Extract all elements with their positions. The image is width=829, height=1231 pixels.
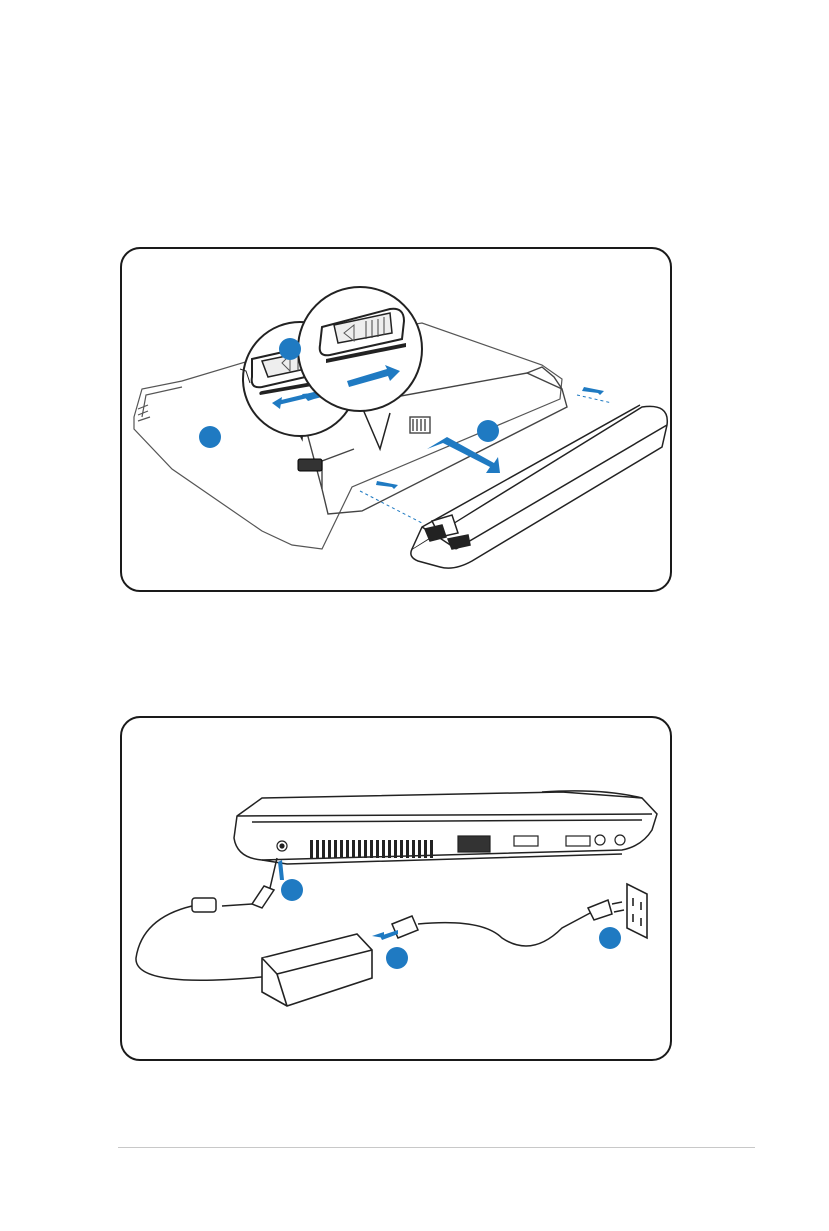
headphone-jack bbox=[615, 835, 625, 845]
battery-lock-latch bbox=[298, 459, 322, 471]
step-marker-2 bbox=[199, 426, 221, 448]
step-marker-2 bbox=[386, 947, 408, 969]
power-adapter bbox=[262, 934, 372, 1006]
air-vent bbox=[310, 840, 433, 858]
power-connect-figure bbox=[120, 716, 672, 1061]
ferrite-bead bbox=[192, 898, 216, 912]
mic-jack bbox=[595, 835, 605, 845]
step-marker-3 bbox=[477, 420, 499, 442]
vga-port bbox=[458, 836, 490, 852]
power-connect-illustration bbox=[122, 718, 672, 1061]
step-marker-3 bbox=[599, 927, 621, 949]
laptop-side bbox=[234, 791, 657, 864]
battery-pack bbox=[411, 405, 667, 568]
footer-rule bbox=[118, 1147, 755, 1148]
insert-battery-arrow-main bbox=[427, 437, 500, 473]
power-adapter-cable bbox=[136, 858, 277, 980]
hdmi-port bbox=[514, 836, 538, 846]
step-marker-1 bbox=[279, 338, 301, 360]
step-marker-1 bbox=[281, 879, 303, 901]
wall-outlet bbox=[627, 884, 647, 938]
insert-battery-arrow-left bbox=[376, 481, 398, 489]
usb-port bbox=[566, 836, 590, 846]
power-cord bbox=[384, 900, 624, 946]
battery-install-illustration bbox=[122, 249, 672, 592]
insert-battery-arrow-right bbox=[582, 387, 604, 395]
battery-install-figure bbox=[120, 247, 672, 592]
